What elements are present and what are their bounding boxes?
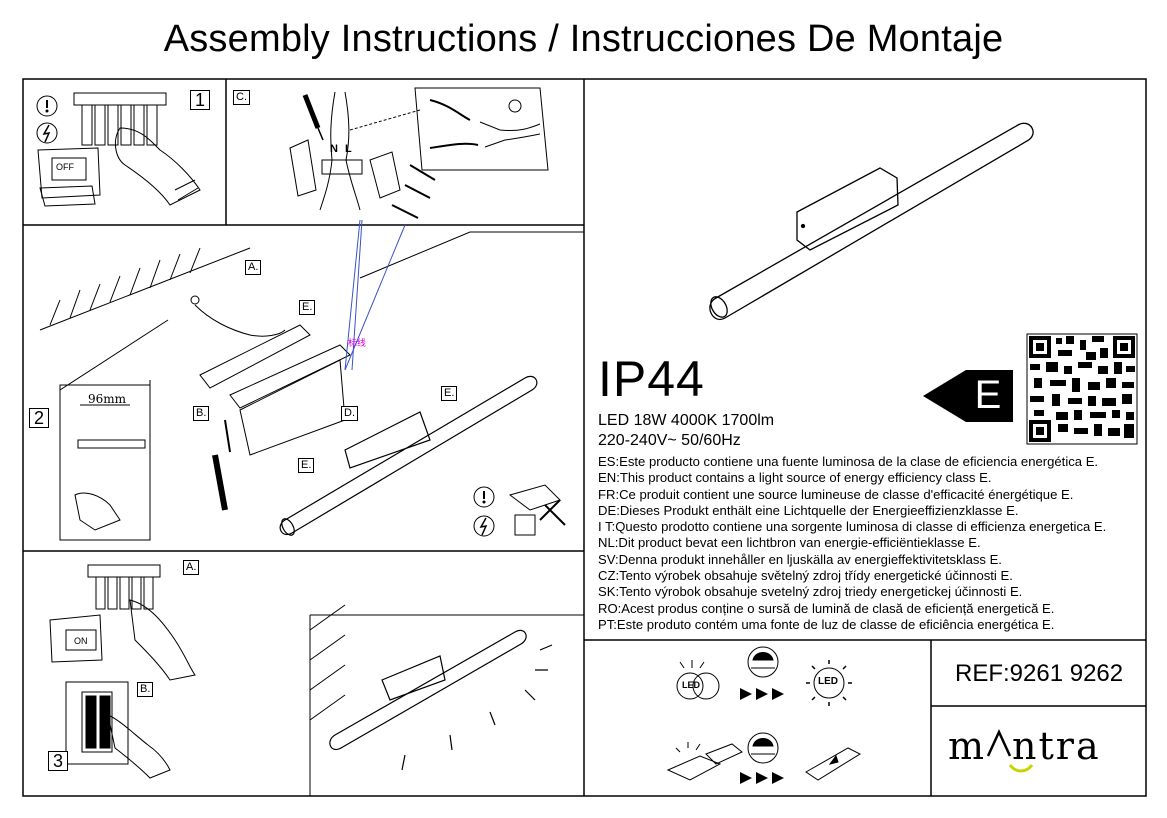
label-b: B. (193, 406, 210, 421)
step-number-2: 2 (29, 408, 49, 428)
led-badge-label: LED (818, 676, 838, 687)
spec-power: LED 18W 4000K 1700lm (598, 412, 775, 429)
desc-sv: SV:Denna produkt innehåller en ljuskälla… (598, 551, 1002, 567)
light-bar-illustration-step2 (279, 375, 538, 536)
switch-on-label: ON (74, 636, 88, 646)
new-driver-icon (805, 747, 862, 781)
energy-class-arrow (923, 370, 1013, 422)
warning-icon-step2 (473, 486, 495, 508)
label-b-step3: B. (137, 682, 154, 697)
brand-accent-letter (986, 724, 1012, 768)
ip-rating: IP44 (598, 351, 705, 407)
label-c: C. (233, 90, 250, 105)
wire-n-label: N (330, 143, 338, 155)
broken-driver-icon (666, 742, 743, 781)
desc-sk: SK:Tento výrobok obsahuje svetelný zdroj… (598, 584, 1023, 600)
dimension-label: 96mm (88, 392, 127, 406)
energy-descriptions: ES:Este producto contiene una fuente lum… (598, 454, 1106, 633)
desc-de: DE:Dieses Produkt enthält eine Lichtquel… (598, 502, 1019, 518)
spec-voltage: 220-240V~ 50/60Hz (598, 432, 741, 449)
no-drill-icon (508, 484, 566, 536)
breaker-panel-illustration (37, 92, 201, 207)
label-d: D. (341, 406, 358, 421)
product-light-bar-image (709, 122, 1034, 321)
led-broken-label: LED (682, 680, 700, 690)
desc-pt: PT:Este produto contém uma fonte de luz … (598, 616, 1055, 632)
leader-lines (344, 219, 406, 371)
label-a-step3: A. (183, 560, 200, 575)
technician-icon (747, 646, 779, 764)
wiring-illustration (289, 87, 549, 219)
wall-illustration (39, 231, 584, 331)
brand-accent (1008, 764, 1034, 773)
mounting-template-inset (59, 319, 169, 541)
desc-nl: NL:Dit product bevat een lichtbron van e… (598, 535, 981, 551)
light-bar-illustration-step3 (329, 629, 553, 771)
new-led-icon (806, 660, 852, 706)
desc-es: ES:Este producto contiene una fuente lum… (598, 454, 1099, 469)
desc-fr: FR:Ce produit contient une source lumine… (598, 486, 1074, 502)
label-a: A. (245, 260, 262, 275)
step-number-1: 1 (190, 90, 210, 110)
electric-shock-icon-step2 (473, 515, 495, 537)
energy-class-letter: E (974, 373, 1002, 417)
warning-icon (36, 95, 58, 117)
label-e1: E. (299, 300, 316, 315)
brand-text-left: m (948, 724, 987, 768)
wall-illustration-step3 (309, 604, 584, 796)
brand-logo: m ntra (948, 724, 1101, 768)
qr-code (1026, 333, 1138, 445)
reference-number: REF:9261 9262 (955, 660, 1124, 687)
desc-cz: CZ:Tento výrobek obsahuje světelný zdroj… (598, 568, 1013, 584)
mounting-bracket-illustration (190, 295, 351, 456)
broken-led-icon (676, 660, 720, 700)
label-e2: E. (441, 386, 458, 401)
page-title: Assembly Instructions / Instrucciones De… (163, 18, 1004, 60)
desc-en: EN:This product contains a light source … (598, 470, 992, 486)
desc-ro: RO:Acest produs conține o sursă de lumin… (598, 600, 1055, 616)
brand-text-right: ntra (1012, 724, 1101, 768)
step-number-3: 3 (48, 751, 68, 771)
breaker-panel-on-illustration (49, 564, 196, 681)
line-mark: 标线 (348, 338, 367, 348)
electric-shock-icon (36, 122, 58, 144)
switch-off-label: OFF (56, 162, 74, 172)
arrows-icon (740, 688, 784, 784)
label-e3: E. (298, 458, 315, 473)
wire-l-label: L (345, 143, 352, 155)
wall-switch-illustration (65, 681, 171, 779)
screwdriver-illustration (212, 419, 231, 511)
desc-it: I T:Questo prodotto contiene una sorgent… (598, 519, 1107, 535)
